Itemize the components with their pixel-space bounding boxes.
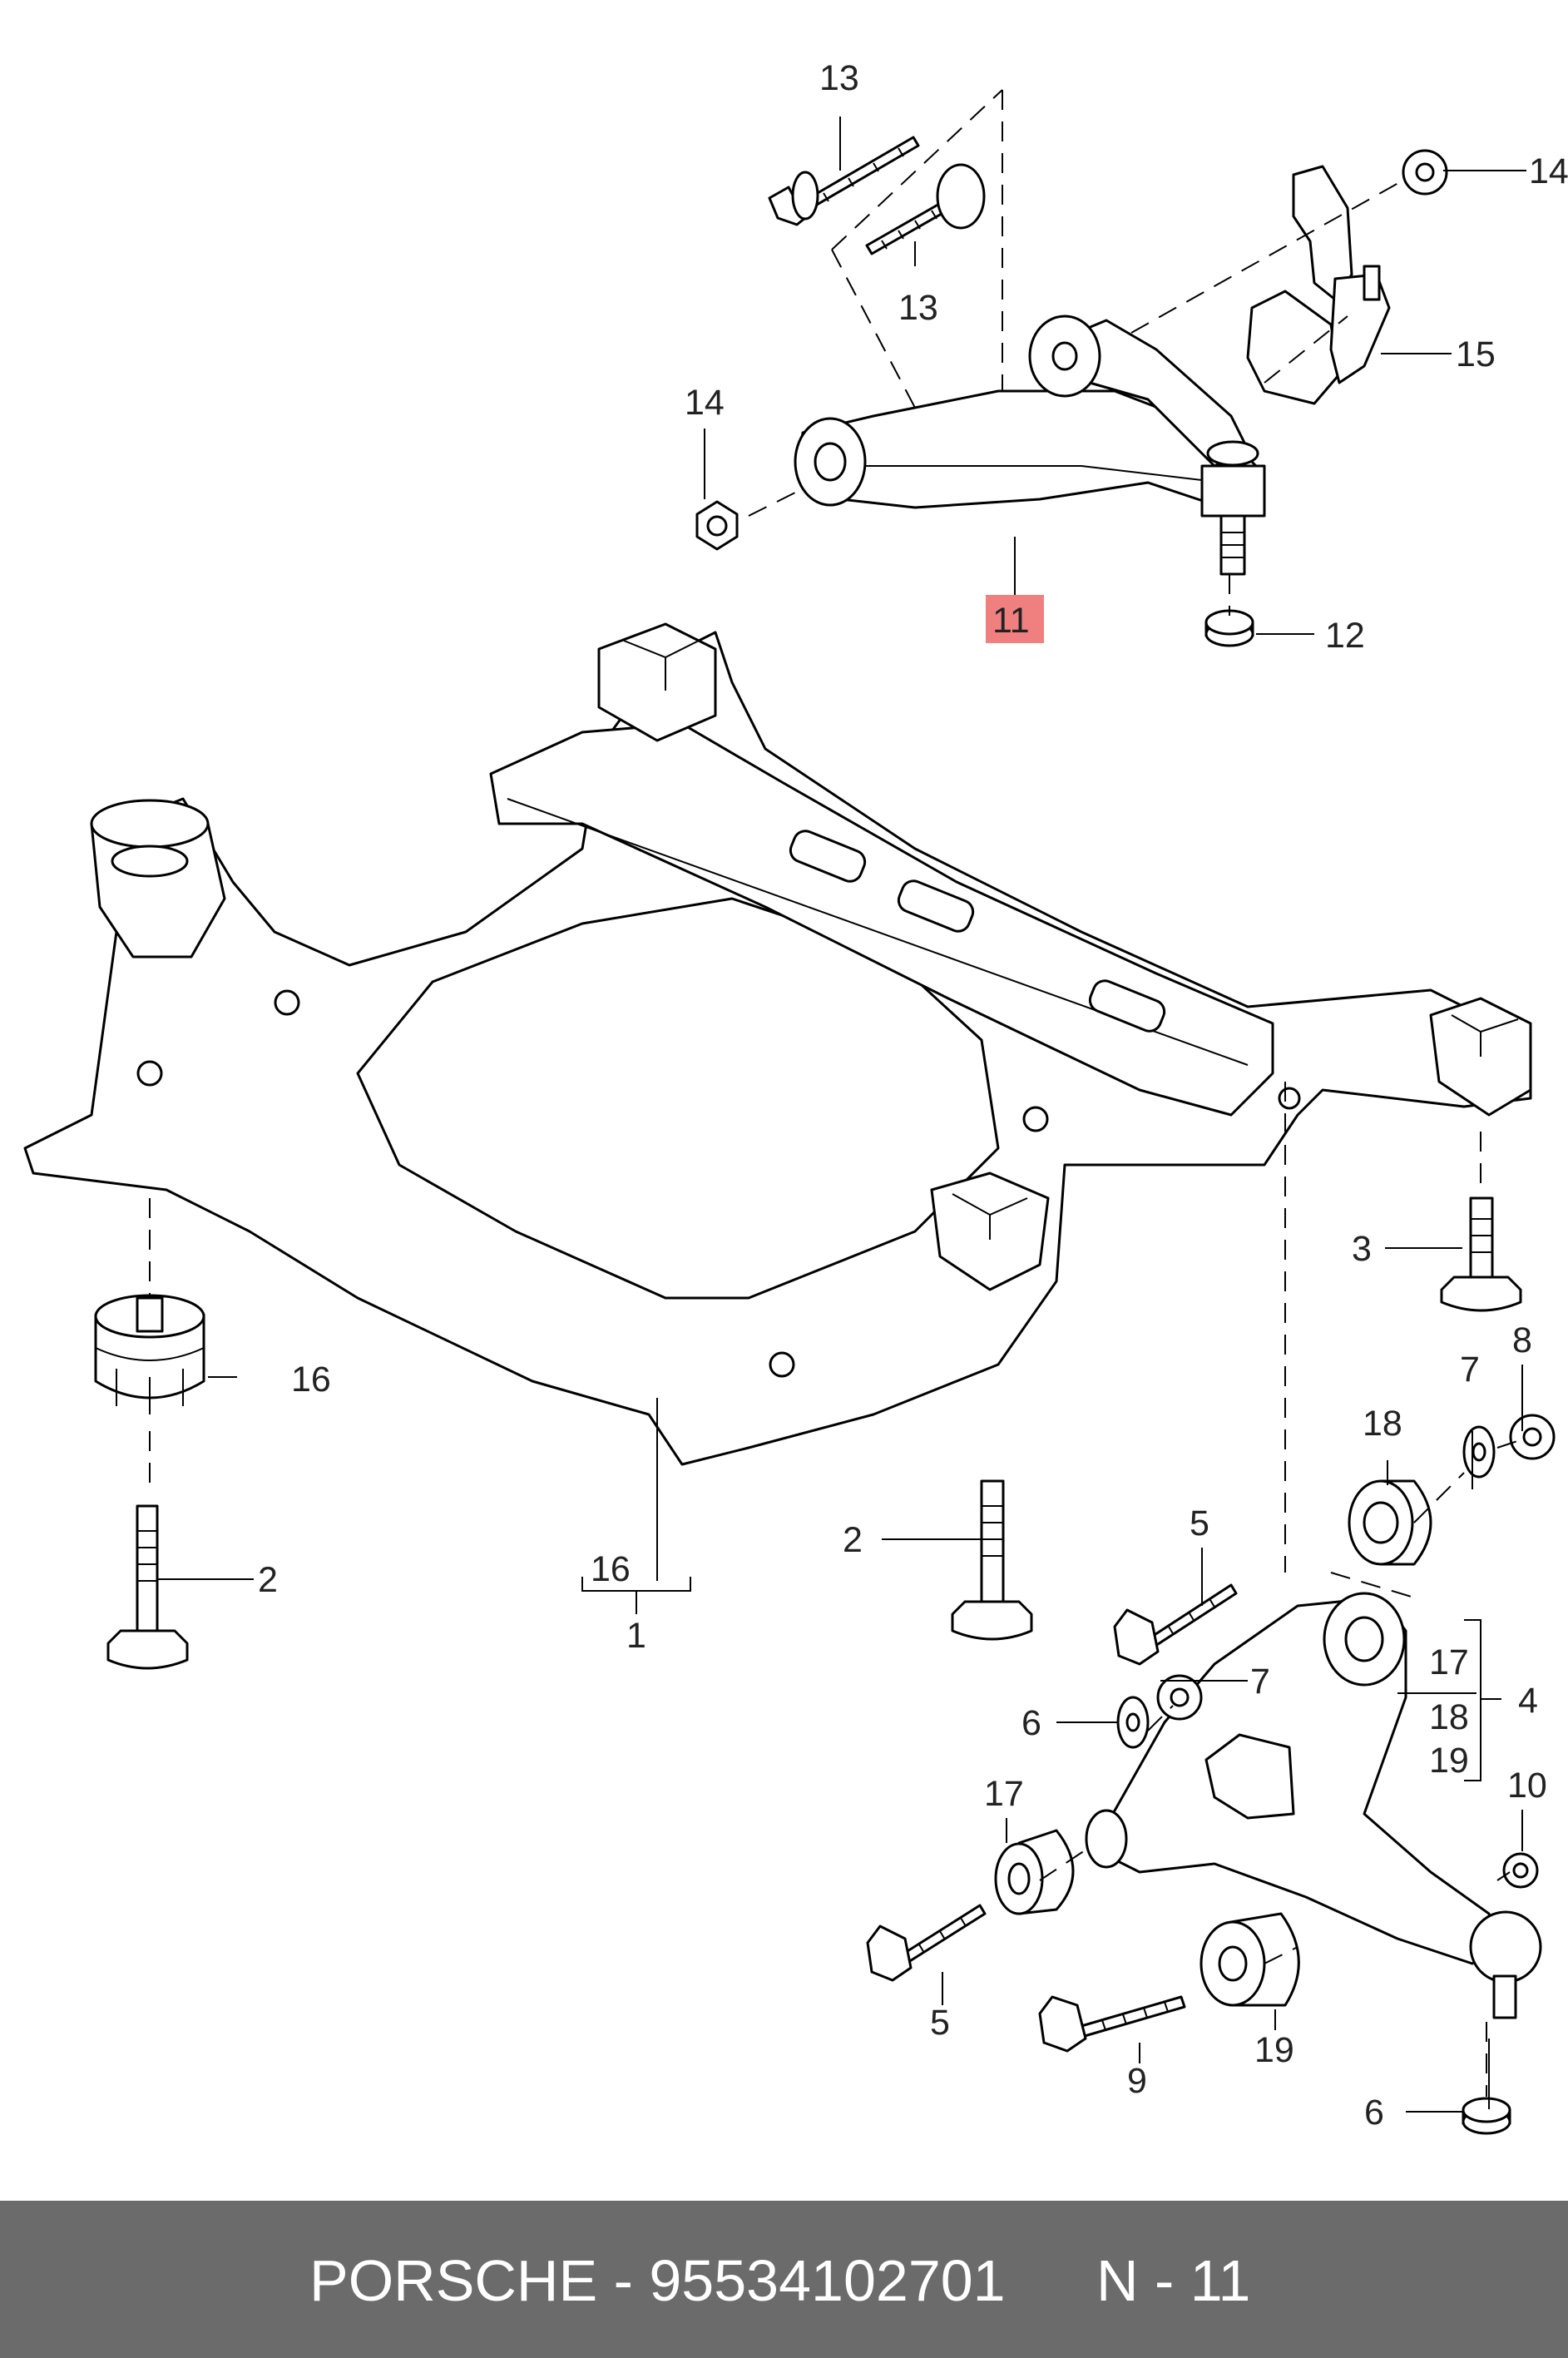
- footer-bar: PORSCHE - 95534102701 N - 11: [0, 2201, 1568, 2358]
- callout-5-upper: 5: [1190, 1503, 1209, 1543]
- callout-4: 4: [1518, 1681, 1538, 1721]
- callout-labels: 13 13 14 14 15 11 12 16 2 16 1 2 3 7 8 1…: [258, 58, 1568, 2133]
- nut-14-left[interactable]: [695, 500, 739, 551]
- callout-11: 11: [992, 601, 1030, 641]
- callout-13-top: 13: [819, 58, 859, 98]
- nut-9[interactable]: [1502, 1852, 1539, 1889]
- callout-10: 6: [1364, 2093, 1384, 2133]
- callout-13-lower: 13: [898, 288, 938, 328]
- bolt-5-upper[interactable]: [1113, 1583, 1238, 1666]
- callout-17-bushing: 17: [984, 1774, 1024, 1814]
- washer-6-right[interactable]: [1462, 1425, 1496, 1479]
- nut-7-right[interactable]: [1509, 1414, 1556, 1460]
- bushing-17[interactable]: [994, 1829, 1075, 1915]
- callout-3: 3: [1352, 1229, 1372, 1269]
- bolt-2-right[interactable]: [951, 1479, 1033, 1641]
- callout-19-bracket: 19: [1429, 1741, 1469, 1781]
- bolt-13-lower[interactable]: [865, 163, 986, 255]
- bushing-16[interactable]: [94, 1294, 205, 1414]
- callout-18-top: 18: [1363, 1404, 1402, 1444]
- bolt-8[interactable]: [1038, 1995, 1186, 2053]
- callout-18-bracket: 18: [1429, 1697, 1469, 1737]
- callout-17-bracket: 17: [1429, 1642, 1469, 1682]
- nut-7-left[interactable]: [1156, 1674, 1203, 1721]
- callout-8: 9: [1127, 2061, 1147, 2101]
- callout-7-right: 8: [1512, 1320, 1532, 1360]
- bushing-18[interactable]: [1348, 1479, 1432, 1566]
- callout-15: 15: [1456, 334, 1496, 374]
- callout-16-bracket: 16: [591, 1549, 631, 1589]
- assembly-lines: [149, 89, 1523, 2097]
- subframe[interactable]: [23, 622, 1532, 1466]
- callout-14-right: 14: [1529, 151, 1568, 191]
- callout-16-bushing: 16: [291, 1360, 331, 1399]
- washer-6-left[interactable]: [1116, 1696, 1150, 1749]
- brand-part-number: PORSCHE - 95534102701: [309, 2248, 1006, 2313]
- callout-2-left: 2: [258, 1560, 278, 1600]
- callout-9: 10: [1507, 1766, 1547, 1806]
- callout-14-left: 14: [685, 383, 725, 423]
- bushing-19[interactable]: [1199, 1912, 1300, 2007]
- bolt-13-upper[interactable]: [768, 136, 920, 226]
- nut-14-right[interactable]: [1402, 149, 1448, 196]
- bolt-3[interactable]: [1440, 1196, 1522, 1312]
- diagram-reference: N - 11: [1096, 2248, 1251, 2313]
- nut-10[interactable]: [1462, 2097, 1511, 2135]
- bolt-5-lower[interactable]: [866, 1904, 987, 1982]
- callout-2-right: 2: [843, 1520, 863, 1560]
- leader-lines: [158, 116, 1526, 2113]
- highlight-11: [986, 595, 1044, 643]
- upper-control-arm[interactable]: [794, 315, 1266, 576]
- callout-6-right: 7: [1460, 1350, 1480, 1390]
- nut-12[interactable]: [1204, 609, 1254, 647]
- callout-6-left: 6: [1021, 1703, 1041, 1743]
- bolt-2-left[interactable]: [106, 1504, 189, 1670]
- lower-control-arm[interactable]: [1085, 1592, 1542, 2019]
- parts-diagram: 13 13 14 14 15 11 12 16 2 16 1 2 3 7 8 1…: [23, 58, 1568, 2135]
- callout-12: 12: [1325, 616, 1365, 656]
- sensor-bracket-15[interactable]: [1246, 165, 1391, 405]
- callout-1: 1: [626, 1616, 646, 1656]
- callout-5-lower: 5: [930, 2003, 950, 2043]
- callout-7-left: 7: [1250, 1662, 1270, 1702]
- callout-19-bushing: 19: [1254, 2030, 1294, 2070]
